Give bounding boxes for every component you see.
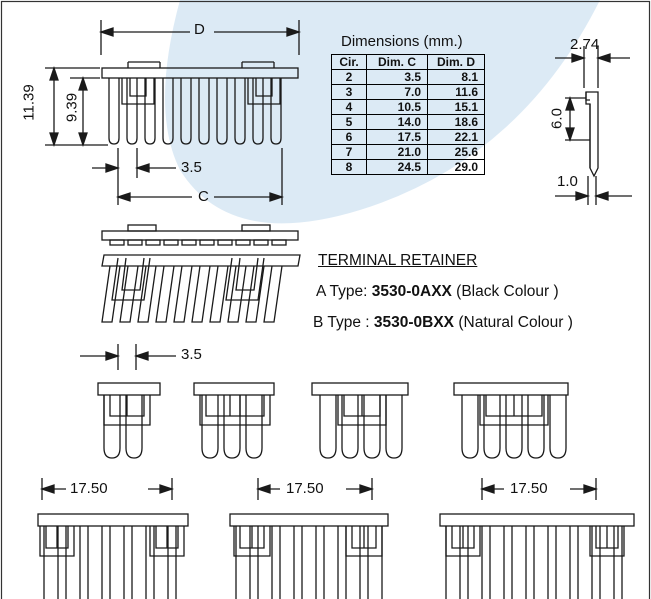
table-cell: 11.6 [427,84,485,100]
table-cell: 7 [331,144,367,160]
side-width-label: 2.74 [570,36,600,53]
table-header-dim-d: Dim. D [427,54,485,70]
table-cell: 29.0 [427,159,485,175]
table-cell: 18.6 [427,114,485,130]
type-a-suffix: (Black Colour ) [451,283,559,300]
connector-front-view [45,20,302,205]
table-cell: 14.0 [366,114,428,130]
retainer-type-a: A Type: 3530-0AXX (Black Colour ) [316,283,559,301]
table-cell: 3.5 [366,69,428,85]
type-b-part-number: 3530-0BXX [373,314,455,331]
span-label-1: 17.50 [70,480,108,497]
dim-height-inner-label: 9.39 [63,92,81,123]
view-3-circuit [193,382,275,459]
view-2-circuit [97,382,161,459]
table-cell: 6 [331,129,367,145]
table-cell: 17.5 [366,129,428,145]
span-label-2: 17.50 [286,480,324,497]
dim-height-total-label: 11.39 [20,84,38,121]
retainer-type-b: B Type : 3530-0BXX (Natural Colour ) [313,314,573,332]
type-a-prefix: A Type: [316,283,372,300]
type-b-suffix: (Natural Colour ) [454,314,573,331]
type-b-prefix: B Type : [313,314,374,331]
span-dimension-2 [255,478,375,500]
table-cell: 21.0 [366,144,428,160]
table-cell: 2 [331,69,367,85]
retainer-heading: TERMINAL RETAINER [318,252,478,269]
retainer-iso-view [101,224,301,323]
table-cell: 10.5 [366,99,428,115]
connector-side-view [555,46,632,205]
view-bottom-3 [439,513,635,599]
table-cell: 7.0 [366,84,428,100]
table-cell: 25.6 [427,144,485,160]
table-cell: 3 [331,84,367,100]
table-cell: 8 [331,159,367,175]
view-4-circuit [311,382,409,459]
view-5-circuit [453,382,569,459]
table-header-row: Cir. Dim. C Dim. D [331,54,485,70]
pitch-top-label: 3.5 [181,159,202,176]
table-cell: 4 [331,99,367,115]
type-a-part-number: 3530-0AXX [371,283,452,300]
table-cell: 24.5 [366,159,428,175]
pitch-dimension-middle [80,344,176,370]
dim-d-label: D [194,21,205,38]
view-bottom-2 [229,513,389,599]
table-cell: 22.1 [427,129,485,145]
table-cell: 5 [331,114,367,130]
view-bottom-1 [37,513,189,599]
span-label-3: 17.50 [510,480,548,497]
dim-c-label: C [198,188,209,205]
pitch-middle-label: 3.5 [181,346,202,363]
span-dimension-1 [39,478,175,500]
table-header-cir: Cir. [331,54,367,70]
table-header-dim-c: Dim. C [366,54,428,70]
table-cell: 8.1 [427,69,485,85]
table-title: Dimensions (mm.) [341,33,463,50]
table-cell: 15.1 [427,99,485,115]
side-height-label: 6.0 [548,108,566,129]
side-thickness-label: 1.0 [557,173,578,190]
span-dimension-3 [479,478,599,500]
